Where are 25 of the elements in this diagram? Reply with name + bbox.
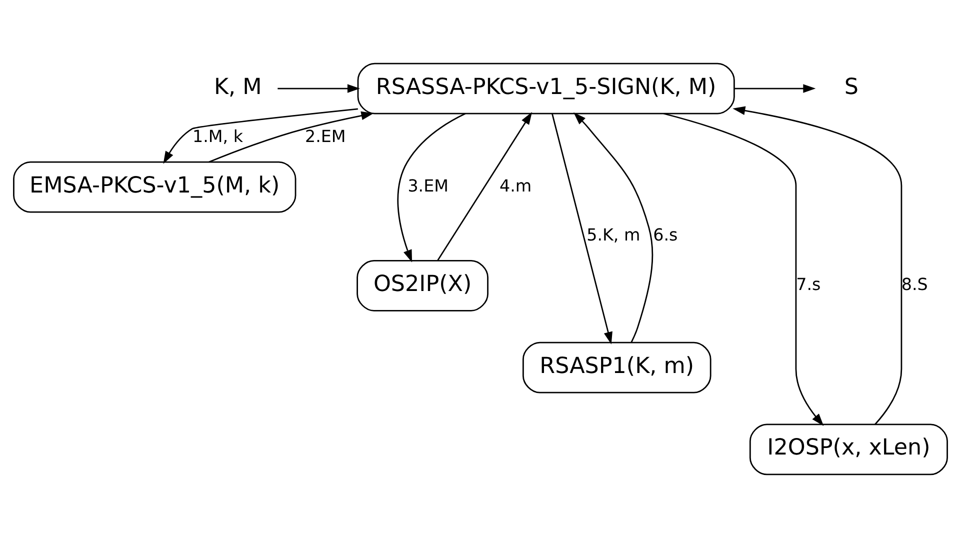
edge-label: 7.s bbox=[796, 274, 821, 294]
arrow bbox=[552, 114, 612, 344]
arrow bbox=[437, 112, 532, 261]
edge-label: 4.m bbox=[500, 176, 532, 196]
node-box: RSASP1(K, m) bbox=[522, 342, 712, 394]
node-box: RSASSA-PKCS-v1_5-SIGN(K, M) bbox=[357, 62, 735, 114]
node-box: EMSA-PKCS-v1_5(M, k) bbox=[13, 161, 296, 213]
edge-label: 3.EM bbox=[408, 176, 448, 196]
node-box: OS2IP(X) bbox=[356, 260, 488, 312]
node-text: K, M bbox=[214, 74, 262, 100]
edge-label: 8.S bbox=[901, 274, 928, 294]
node-box: I2OSP(x, xLen) bbox=[749, 424, 948, 476]
edge-label: 5.K, m bbox=[586, 226, 640, 245]
arrow bbox=[732, 106, 902, 425]
arrow bbox=[208, 111, 374, 163]
edge-label: 2.EM bbox=[305, 127, 346, 146]
edge-label: 1.M, k bbox=[192, 127, 244, 146]
arrow bbox=[574, 112, 654, 343]
edge-label: 6.s bbox=[653, 226, 678, 245]
arrow bbox=[734, 84, 816, 93]
arrow bbox=[397, 113, 466, 262]
arrow bbox=[163, 108, 358, 164]
node-text: S bbox=[844, 74, 859, 100]
arrow bbox=[664, 112, 824, 426]
arrow bbox=[278, 84, 360, 93]
